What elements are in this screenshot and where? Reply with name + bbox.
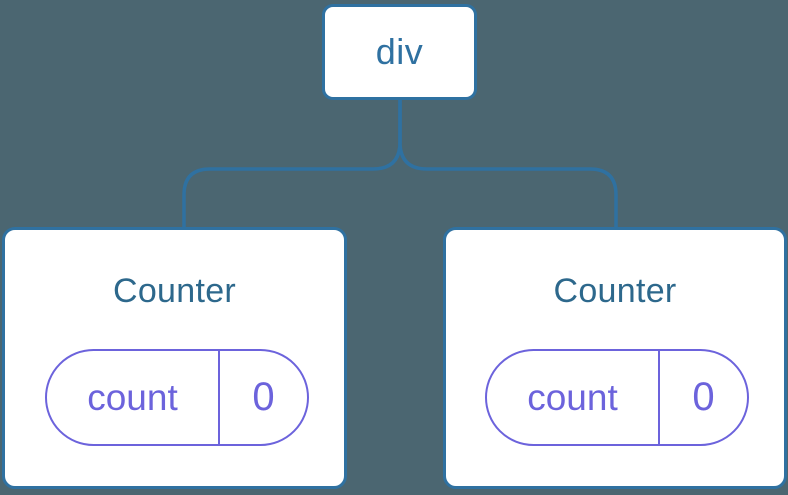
counter-left-state-key: count: [47, 351, 220, 444]
tree-node-counter-left: Counter count 0: [2, 227, 347, 489]
tree-node-div-label: div: [375, 31, 424, 72]
counter-right-title: Counter: [553, 272, 677, 310]
connector-left-branch: [182, 100, 402, 228]
connector-right-branch: [398, 100, 618, 228]
counter-right-state-pill: count 0: [485, 349, 749, 446]
counter-right-state-value: 0: [692, 375, 715, 419]
counter-left-title: Counter: [112, 272, 237, 310]
tree-node-div: div: [322, 4, 477, 100]
counter-left-state-pill: count 0: [45, 349, 309, 446]
counter-right-state-key: count: [487, 351, 660, 444]
counter-left-state-value: 0: [252, 375, 275, 419]
tree-node-counter-right: Counter count 0: [443, 227, 787, 489]
